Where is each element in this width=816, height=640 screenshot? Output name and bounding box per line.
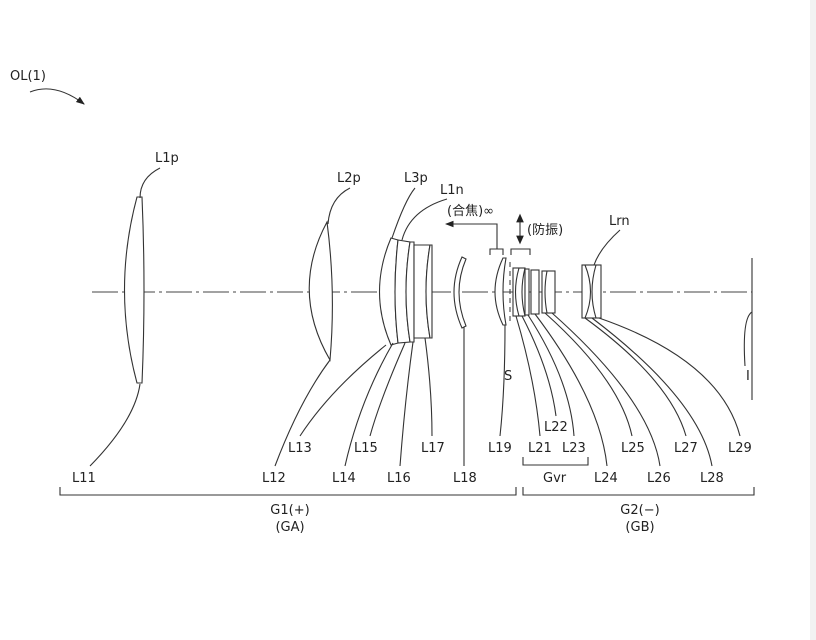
vr-bracket bbox=[510, 248, 531, 255]
leader-Lrn bbox=[593, 229, 621, 266]
label-L28: L28 bbox=[700, 471, 724, 486]
leader-L1n bbox=[401, 198, 448, 241]
diagram-title: OL(1) bbox=[10, 69, 46, 84]
lens-L19 bbox=[494, 257, 507, 326]
g1-label: G1(+) bbox=[270, 503, 309, 518]
title-arrow bbox=[29, 88, 85, 105]
leader-L1p bbox=[139, 167, 161, 199]
page-edge bbox=[810, 0, 816, 640]
label-Lrn: Lrn bbox=[609, 214, 630, 229]
g1-alias: (GA) bbox=[275, 520, 304, 535]
leader-L2p bbox=[327, 187, 351, 225]
g1-bracket bbox=[59, 487, 517, 496]
gvr-label: Gvr bbox=[543, 471, 567, 486]
lens-L28 bbox=[584, 264, 597, 319]
focus-bracket bbox=[489, 248, 504, 255]
image-plane-label: I bbox=[746, 369, 750, 384]
lens-L12 bbox=[308, 220, 333, 362]
lens-L26 bbox=[544, 270, 548, 314]
label-L16: L16 bbox=[387, 471, 411, 486]
image-plane-leader bbox=[743, 311, 753, 367]
g2-label: G2(−) bbox=[620, 503, 659, 518]
label-L12: L12 bbox=[262, 471, 286, 486]
label-L17: L17 bbox=[421, 441, 445, 456]
label-L22: L22 bbox=[544, 420, 568, 435]
label-L19: L19 bbox=[488, 441, 512, 456]
gvr-bracket bbox=[522, 457, 589, 466]
label-L27: L27 bbox=[674, 441, 698, 456]
leader-L3p bbox=[391, 187, 416, 239]
label-L1p: L1p bbox=[155, 151, 179, 166]
lens-L25 bbox=[541, 270, 556, 314]
label-L24: L24 bbox=[594, 471, 618, 486]
lens-L15 bbox=[405, 241, 415, 343]
vr-label: (防振) bbox=[527, 222, 563, 238]
label-L15: L15 bbox=[354, 441, 378, 456]
label-L26: L26 bbox=[647, 471, 671, 486]
label-L21: L21 bbox=[528, 441, 552, 456]
g2-bracket bbox=[522, 487, 755, 496]
lens-L23 bbox=[524, 268, 530, 316]
label-L1n: L1n bbox=[440, 183, 464, 198]
stop-label: S bbox=[504, 369, 512, 384]
bottom-leaders bbox=[89, 312, 741, 467]
g2-alias: (GB) bbox=[625, 520, 654, 535]
focus-label: (合焦)∞ bbox=[447, 204, 494, 219]
label-L11: L11 bbox=[72, 471, 96, 486]
label-L14: L14 bbox=[332, 471, 356, 486]
label-L23: L23 bbox=[562, 441, 586, 456]
label-L18: L18 bbox=[453, 471, 477, 486]
lens-L18 bbox=[453, 256, 467, 329]
label-L29: L29 bbox=[728, 441, 752, 456]
label-L25: L25 bbox=[621, 441, 645, 456]
label-L3p: L3p bbox=[404, 171, 428, 186]
lens-L24 bbox=[530, 269, 540, 315]
focus-arrow bbox=[444, 220, 498, 249]
lens-L22 bbox=[514, 267, 526, 317]
lens-L17 bbox=[425, 244, 433, 339]
label-L2p: L2p bbox=[337, 171, 361, 186]
lens-L11 bbox=[123, 196, 145, 384]
label-L13: L13 bbox=[288, 441, 312, 456]
